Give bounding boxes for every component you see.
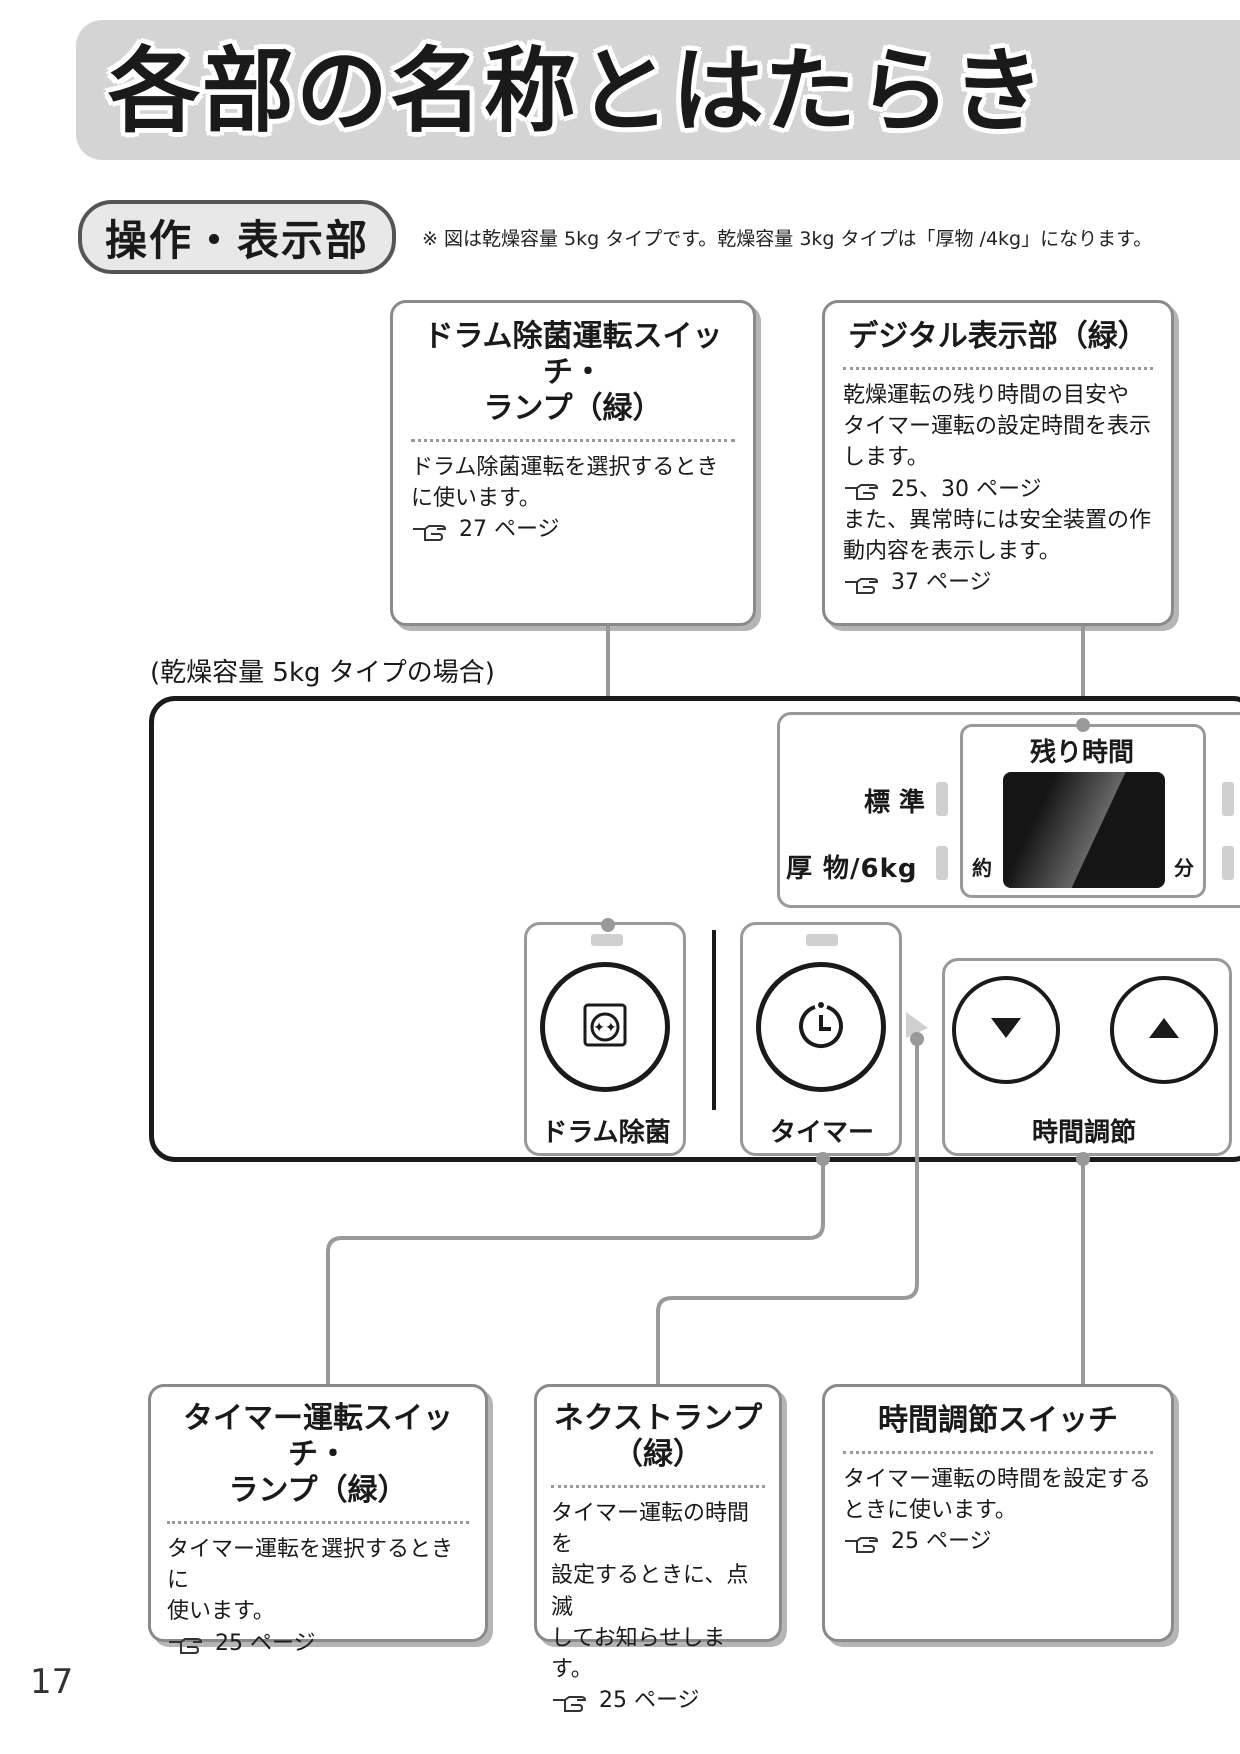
page-reference-text: 25 ページ	[891, 1529, 992, 1555]
callout-text: タイマー運転の時間を設定する	[843, 1467, 1152, 1492]
svg-text:✦✦: ✦✦	[593, 1020, 617, 1036]
connector-dot	[601, 918, 615, 932]
pointing-hand-icon	[167, 1634, 205, 1655]
mode-thick-lamp	[936, 846, 948, 880]
callout-text: また、異常時には安全装置の作	[843, 507, 1152, 533]
timer-button[interactable]	[756, 962, 886, 1092]
panel-divider	[712, 930, 716, 1110]
model-note: ※ 図は乾燥容量 5kg タイプです。乾燥容量 3kg タイプは「厚物 /4kg…	[422, 228, 1153, 250]
callout-title: （緑）	[613, 1437, 703, 1472]
next-lamp-icon	[904, 1010, 930, 1044]
callout-text: タイマー運転を選択するときに	[167, 1537, 454, 1594]
time-down-button[interactable]	[952, 976, 1060, 1084]
approx-label: 約	[972, 856, 992, 880]
triangle-down-icon	[991, 1018, 1021, 1042]
drum-sterilize-lamp	[591, 934, 623, 946]
page-reference: 25、30 ページ	[843, 474, 1153, 505]
pointing-hand-icon	[843, 480, 881, 501]
drum-sterilize-icon: ✦✦	[581, 1001, 629, 1053]
panel-caption: (乾燥容量 5kg タイプの場合)	[150, 658, 495, 688]
callout-text: タイマー運転の設定時間を表示	[843, 414, 1152, 440]
callout-drum-switch: ドラム除菌運転スイッチ・ ランプ（緑） ドラム除菌運転を選択するとき に使います…	[390, 300, 756, 626]
title-banner	[76, 20, 1240, 160]
callout-digital-display: デジタル表示部（緑） 乾燥運転の残り時間の目安や タイマー運転の設定時間を表示 …	[822, 300, 1174, 626]
callout-title: ランプ（緑）	[483, 391, 663, 426]
page-reference: 27 ページ	[411, 514, 735, 545]
mode-standard-label: 標 準	[864, 788, 926, 818]
connector-dot	[910, 1032, 924, 1046]
drum-sterilize-label: ドラム除菌	[541, 1118, 671, 1148]
callout-title: ドラム除菌運転スイッチ・	[423, 319, 723, 390]
callout-text: タイマー運転の時間を	[551, 1501, 750, 1558]
connector-dot	[1076, 1152, 1090, 1166]
callout-text: 乾燥運転の残り時間の目安や	[843, 383, 1130, 408]
callout-time-adjust: 時間調節スイッチ タイマー運転の時間を設定する ときに使います。 25 ページ	[822, 1384, 1174, 1642]
callout-title: デジタル表示部（緑）	[843, 319, 1153, 370]
callout-title: ランプ（緑）	[228, 1473, 408, 1508]
digital-display	[1003, 772, 1165, 888]
connector-line	[1081, 626, 1085, 722]
triangle-up-icon	[1149, 1018, 1179, 1042]
section-label: 操作・表示部	[78, 200, 396, 274]
page-reference: 37 ページ	[843, 567, 1153, 598]
pointing-hand-icon	[411, 521, 449, 542]
timer-icon	[793, 997, 849, 1057]
callout-text: します。	[843, 445, 929, 471]
timer-lamp	[806, 934, 838, 946]
page-reference-text: 25、30 ページ	[891, 476, 1042, 502]
minutes-label: 分	[1174, 856, 1194, 880]
callout-text: ドラム除菌運転を選択するとき	[411, 455, 719, 480]
drum-sterilize-button[interactable]: ✦✦	[540, 962, 670, 1092]
callout-text: 設定するときに、点滅	[551, 1563, 749, 1620]
page-reference: 25 ページ	[843, 1526, 1153, 1557]
callout-title: 時間調節スイッチ	[843, 1403, 1153, 1454]
time-up-button[interactable]	[1110, 976, 1218, 1084]
page-reference-text: 25 ページ	[599, 1688, 700, 1714]
callout-title: タイマー運転スイッチ・	[183, 1401, 453, 1472]
callout-text: に使います。	[411, 486, 541, 512]
callout-timer-switch: タイマー運転スイッチ・ ランプ（緑） タイマー運転を選択するときに 使います。 …	[148, 1384, 488, 1656]
connector-dot	[816, 1152, 830, 1166]
callout-text: 使います。	[167, 1599, 275, 1625]
page-reference-text: 37 ページ	[891, 570, 992, 596]
callout-text: ときに使います。	[843, 1498, 1017, 1524]
mode-lamp-right	[1222, 782, 1234, 816]
page-title: 各部の名称とはたらき	[108, 38, 1047, 145]
page-reference-text: 25 ページ	[215, 1630, 316, 1656]
callout-title: ネクストランプ	[553, 1401, 763, 1436]
page-reference: 25 ページ	[551, 1685, 765, 1716]
callout-next-lamp: ネクストランプ （緑） タイマー運転の時間を 設定するときに、点滅 してお知らせ…	[534, 1384, 782, 1713]
pointing-hand-icon	[843, 1533, 881, 1554]
page-number: 17	[30, 1662, 74, 1702]
connector-dot	[1076, 718, 1090, 732]
pointing-hand-icon	[843, 574, 881, 595]
callout-text: してお知らせします。	[551, 1625, 726, 1683]
pointing-hand-icon	[551, 1692, 589, 1713]
timer-label: タイマー	[769, 1118, 874, 1148]
page-reference: 25 ページ	[167, 1628, 469, 1659]
mode-thick-label: 厚 物/6kg	[786, 854, 918, 884]
callout-text: 動内容を表示します。	[843, 539, 1061, 565]
mode-standard-lamp	[936, 782, 948, 816]
page-reference-text: 27 ページ	[459, 517, 560, 543]
remaining-time-label: 残り時間	[1030, 738, 1135, 768]
time-adjust-label: 時間調節	[1031, 1118, 1136, 1148]
mode-lamp-right	[1222, 846, 1234, 880]
